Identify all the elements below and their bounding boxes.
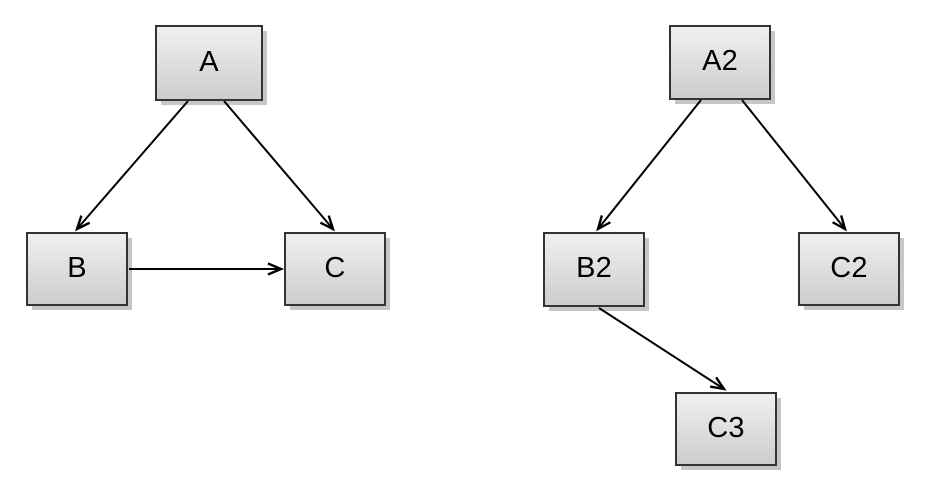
edge-a-to-b xyxy=(74,100,189,232)
node-label: B2 xyxy=(576,252,612,284)
edge-line xyxy=(741,99,846,230)
edge-a2-to-c2 xyxy=(741,99,847,232)
arrowhead-icon xyxy=(832,215,847,232)
arrowhead-icon xyxy=(709,376,727,391)
edge-line xyxy=(76,100,189,230)
node-label: A xyxy=(199,45,219,78)
edge-line xyxy=(223,100,334,230)
node-a2[interactable]: A2 xyxy=(669,25,771,100)
arrowhead-icon xyxy=(74,215,91,232)
node-b[interactable]: B xyxy=(26,232,128,306)
edge-line xyxy=(597,99,702,230)
node-c[interactable]: C xyxy=(284,232,386,306)
node-label: A2 xyxy=(702,45,738,77)
edge-a2-to-b2 xyxy=(596,99,702,232)
arrowhead-icon xyxy=(596,215,611,232)
node-label: C3 xyxy=(707,411,745,444)
arrowhead-icon xyxy=(319,215,336,232)
edge-b-to-c xyxy=(129,262,285,276)
node-c3[interactable]: C3 xyxy=(675,392,777,466)
edge-b2-to-c3 xyxy=(598,307,727,391)
node-a[interactable]: A xyxy=(155,25,263,101)
node-label: C2 xyxy=(830,251,868,284)
edge-a-to-c xyxy=(223,100,336,232)
node-c2[interactable]: C2 xyxy=(798,232,900,306)
arrowhead-icon xyxy=(267,262,285,276)
node-b2[interactable]: B2 xyxy=(543,232,645,307)
node-label: C xyxy=(324,251,346,284)
node-label: B xyxy=(67,251,87,284)
edge-line xyxy=(598,307,725,390)
